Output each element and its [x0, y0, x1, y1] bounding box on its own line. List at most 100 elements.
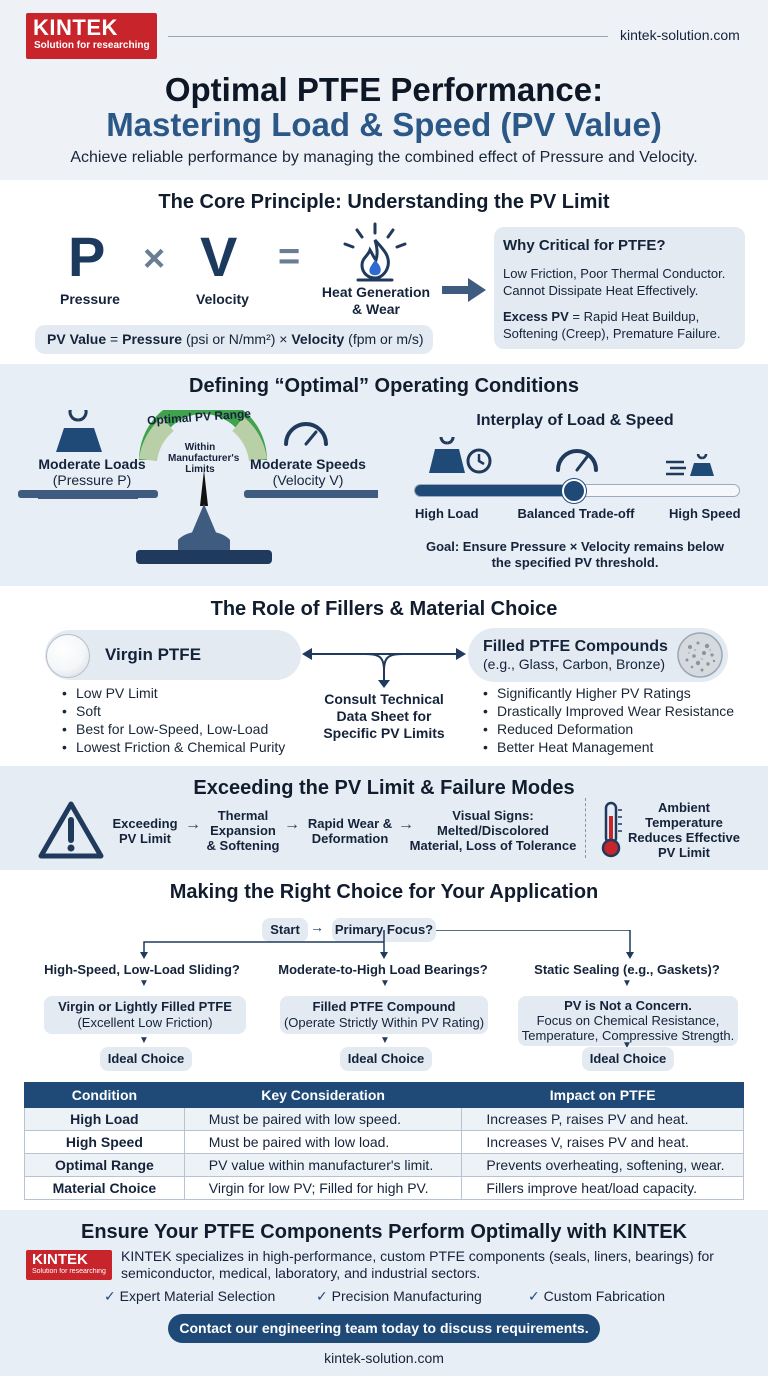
footer-description: KINTEK specializes in high-performance, … [121, 1248, 714, 1281]
step-exceeding-pv: Exceeding PV Limit [112, 816, 178, 846]
header-website-link[interactable]: kintek-solution.com [620, 27, 740, 43]
warning-icon [38, 801, 104, 859]
arrow-right-icon [442, 278, 486, 302]
high-load-label: High Load [415, 506, 479, 521]
optimal-range-inner: Within Manufacturer's Limits [168, 442, 240, 475]
flow-q-moderate-load: Moderate-to-High Load Bearings? [278, 962, 488, 977]
header-rule [168, 36, 608, 37]
kintek-logo[interactable]: KINTEK Solution for researching [26, 13, 157, 59]
footer-band [0, 1210, 768, 1376]
list-item: Significantly Higher PV Ratings [483, 684, 753, 702]
equals-symbol: = [278, 236, 301, 278]
consult-text: Consult Technical Data Sheet for Specifi… [323, 691, 445, 741]
filled-ptfe-subtitle: (e.g., Glass, Carbon, Bronze) [483, 656, 666, 672]
step-thermal-expansion: Thermal Expansion & Softening [206, 808, 280, 853]
arrow-down-icon: ▼ [380, 978, 390, 989]
step-rapid-wear: Rapid Wear & Deformation [307, 816, 393, 846]
feature-expert-selection: ✓ Expert Material Selection [104, 1288, 276, 1304]
balanced-label: Balanced Trade-off [517, 506, 635, 521]
moderate-speeds-label: Moderate Speeds (Velocity V) [250, 456, 366, 488]
logo-text: KINTEK [33, 15, 118, 40]
divider [585, 798, 586, 858]
virgin-ptfe-disc-icon [46, 634, 90, 678]
arrow-down-icon: ▼ [139, 1035, 149, 1046]
flow-q-high-speed: High-Speed, Low-Load Sliding? [44, 962, 240, 977]
flow-ideal-3: Ideal Choice [582, 1047, 674, 1071]
step-visual-signs: Visual Signs: Melted/Discolored Material… [409, 808, 577, 853]
fillers-heading: The Role of Fillers & Material Choice [210, 598, 558, 620]
comparison-table: Condition Key Consideration Impact on PT… [24, 1082, 744, 1200]
filled-ptfe-list: Significantly Higher PV Ratings Drastica… [483, 684, 753, 756]
hero-title-line2: Mastering Load & Speed (PV Value) [106, 106, 662, 143]
flame-icon [343, 222, 407, 282]
table-row: High Load Must be paired with low speed.… [24, 1107, 744, 1131]
goal-text: Goal: Ensure Pressure × Velocity remains… [425, 539, 725, 570]
list-item: Lowest Friction & Chemical Purity [62, 738, 312, 756]
virgin-ptfe-title: Virgin PTFE [105, 645, 202, 664]
v-label: Velocity [196, 291, 249, 307]
load-speed-slider[interactable] [414, 479, 740, 503]
v-letter: V [200, 225, 238, 288]
flow-ideal-1: Ideal Choice [100, 1047, 192, 1071]
feature-precision-manufacturing: ✓ Precision Manufacturing [316, 1288, 482, 1304]
footer-website-link[interactable]: kintek-solution.com [324, 1350, 444, 1366]
table-row: Material Choice Virgin for low PV; Fille… [24, 1176, 744, 1200]
interplay-title: Interplay of Load & Speed [476, 412, 674, 429]
table-row: Optimal Range PV value within manufactur… [24, 1153, 744, 1177]
balance-scale-icon [18, 410, 378, 564]
list-item: Reduced Deformation [483, 720, 753, 738]
hero-title-line1: Optimal PTFE Performance: [164, 71, 604, 108]
filled-compound-disc-icon [677, 632, 723, 678]
check-icon: ✓ [316, 1288, 328, 1304]
optimal-heading: Defining “Optimal” Operating Conditions [189, 375, 579, 397]
table-header: Impact on PTFE [461, 1082, 744, 1108]
why-critical-card: Why Critical for PTFE? Low Friction, Poo… [494, 227, 745, 349]
arrow-right-icon: → [284, 816, 300, 833]
thermometer-icon [601, 801, 622, 858]
logo-tagline: Solution for researching [34, 40, 150, 51]
feature-custom-fabrication: ✓ Custom Fabrication [528, 1288, 666, 1304]
weight-clock-icon [429, 437, 492, 474]
failure-band [0, 766, 768, 870]
high-speed-label: High Speed [669, 506, 741, 521]
flow-a-filled: Filled PTFE Compound (Operate Strictly W… [280, 996, 488, 1034]
list-item: Best for Low-Speed, Low-Load [62, 720, 312, 738]
ambient-temperature-note: Ambient Temperature Reduces Effective PV… [628, 800, 740, 860]
choice-heading: Making the Right Choice for Your Applica… [169, 881, 599, 903]
virgin-ptfe-list: Low PV Limit Soft Best for Low-Speed, Lo… [62, 684, 312, 756]
arrow-right-icon: → [185, 816, 201, 833]
contact-cta-button[interactable]: Contact our engineering team today to di… [168, 1314, 600, 1343]
check-icon: ✓ [528, 1288, 540, 1304]
arrow-down-icon: ▼ [139, 978, 149, 989]
double-arrow-connector [302, 648, 466, 688]
list-item: Soft [62, 702, 312, 720]
flow-q-static-sealing: Static Sealing (e.g., Gaskets)? [534, 962, 720, 977]
filled-ptfe-title: Filled PTFE Compounds [483, 638, 668, 655]
arrow-right-icon: → [398, 816, 414, 833]
table-header: Key Consideration [183, 1082, 463, 1108]
list-item: Better Heat Management [483, 738, 753, 756]
slider-fill [415, 485, 574, 496]
arrow-down-icon: ▼ [622, 978, 632, 989]
slider-handle[interactable] [562, 479, 586, 503]
speedometer-icon [556, 449, 598, 472]
times-symbol: × [143, 238, 166, 280]
footer-kintek-logo[interactable]: KINTEK Solution for researching [26, 1250, 112, 1280]
list-item: Low PV Limit [62, 684, 312, 702]
p-label: Pressure [60, 291, 120, 307]
table-header-row: Condition Key Consideration Impact on PT… [24, 1082, 744, 1108]
moderate-loads-label: Moderate Loads (Pressure P) [38, 456, 146, 488]
flow-start: Start [262, 918, 308, 942]
flow-ideal-2: Ideal Choice [340, 1047, 432, 1071]
pv-formula-box: PV Value = Pressure (psi or N/mm²) × Vel… [35, 325, 433, 354]
arrow-down-icon: ▼ [380, 1035, 390, 1046]
optimal-band [0, 364, 768, 586]
arrow-right-icon: → [310, 919, 324, 935]
heat-generation-label: Heat Generation & Wear [321, 284, 431, 317]
p-letter: P [68, 225, 106, 288]
flow-a-virgin: Virgin or Lightly Filled PTFE (Excellent… [44, 996, 246, 1034]
list-item: Drastically Improved Wear Resistance [483, 702, 753, 720]
table-row: High Speed Must be paired with low load.… [24, 1130, 744, 1154]
table-header: Condition [24, 1082, 185, 1108]
footer-heading: Ensure Your PTFE Components Perform Opti… [81, 1221, 687, 1243]
